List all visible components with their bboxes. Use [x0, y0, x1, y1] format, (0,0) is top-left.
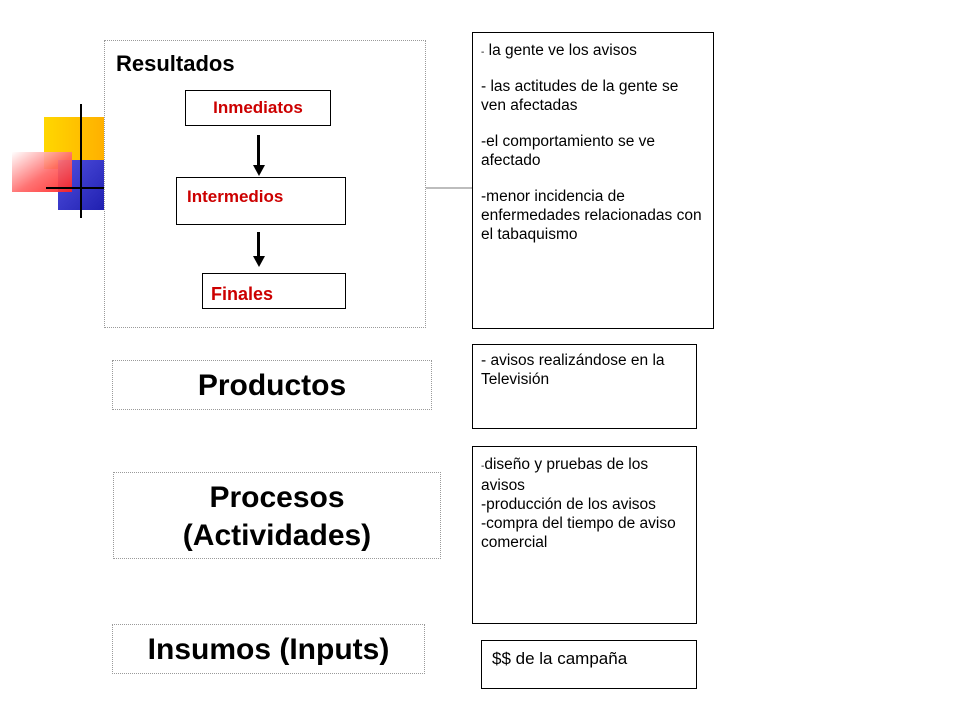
inputs-note: $$ de la campaña: [492, 649, 628, 668]
products-note: - avisos realizándose en la Televisión: [481, 352, 665, 388]
results-notes-box: - la gente ve los avisos - las actitudes…: [472, 32, 714, 329]
products-note-box: - avisos realizándose en la Televisión: [472, 344, 697, 429]
deco-squares-graphic: [12, 104, 104, 218]
results-note-4: -menor incidencia de enfermedades relaci…: [481, 188, 702, 243]
products-panel: Productos: [112, 360, 432, 410]
level-finales-label: Finales: [211, 284, 274, 304]
processes-panel: Procesos (Actividades): [113, 472, 441, 559]
results-title: Resultados: [116, 51, 235, 76]
level-intermedios-label: Intermedios: [187, 187, 284, 206]
level-finales: Finales: [202, 273, 346, 309]
level-intermedios: Intermedios: [176, 177, 346, 225]
results-note-2: - las actitudes de la gente se ven afect…: [481, 78, 679, 114]
connector-line: [426, 187, 473, 189]
processes-title-line2: (Actividades): [182, 519, 372, 552]
slide-decoration: [0, 0, 110, 220]
processes-note-2: -producción de los avisos: [481, 496, 656, 513]
processes-note-1: -diseño y pruebas de los avisos: [481, 456, 649, 494]
processes-title-line1: Procesos: [209, 481, 345, 514]
level-inmediatos: Inmediatos: [185, 90, 331, 126]
inputs-panel: Insumos (Inputs): [112, 624, 425, 674]
inputs-title: Insumos (Inputs): [147, 633, 390, 666]
results-panel: Resultados Inmediatos Intermedios Finale…: [104, 40, 426, 328]
results-note-1: - la gente ve los avisos: [481, 42, 637, 59]
deco-red-square: [12, 152, 72, 192]
inputs-note-box: $$ de la campaña: [481, 640, 697, 689]
processes-note-3: -compra del tiempo de aviso comercial: [481, 515, 676, 551]
processes-notes-box: -diseño y pruebas de los avisos -producc…: [472, 446, 697, 624]
results-note-3: -el comportamiento se ve afectado: [481, 133, 656, 169]
products-title: Productos: [197, 369, 347, 402]
level-inmediatos-label: Inmediatos: [213, 98, 303, 117]
